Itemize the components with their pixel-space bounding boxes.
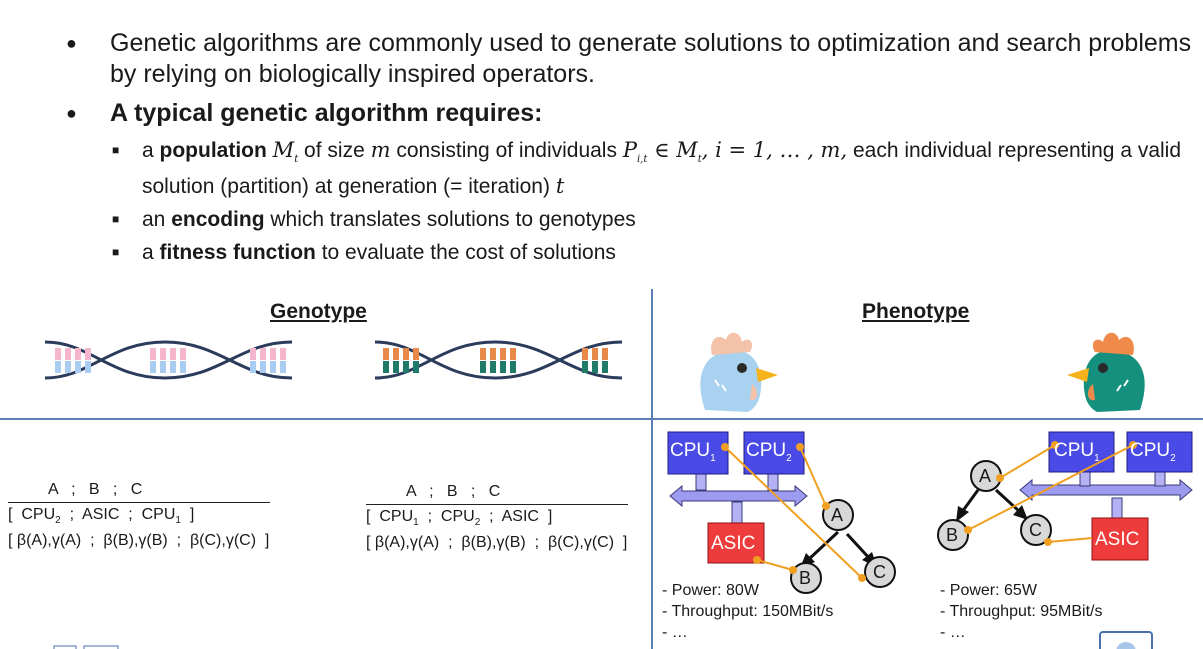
asic-block-1	[707, 522, 765, 564]
pheno1-more: - …	[662, 624, 688, 641]
dna-strand-1-icon	[44, 340, 293, 380]
genotype-encoding-2: A ; B ; C [ CPU1 ; CPU2 ; ASIC ] [ β(A),…	[366, 482, 628, 553]
chicken-1-icon	[700, 332, 778, 412]
genotype-1-params: [ β(A),γ(A) ; β(B),γ(B) ; β(C),γ(C) ]	[8, 532, 270, 550]
pheno1-cpu2-label: CPU2	[746, 440, 792, 464]
bullet-list: Genetic algorithms are commonly used to …	[62, 28, 1192, 272]
sub-bullet-population: a population Mt of size m consisting of …	[62, 137, 1192, 200]
node-c-1	[864, 556, 896, 588]
asic-block-2	[1091, 517, 1149, 561]
sub-bullet-fitness: a fitness function to evaluate the cost …	[62, 239, 1192, 266]
pheno1-a-label: A	[831, 505, 844, 525]
pheno1-asic-label: ASIC	[711, 533, 756, 554]
bullet-requires: A typical genetic algorithm requires:	[62, 98, 1192, 129]
genotype-header: Genotype	[270, 300, 367, 323]
genotype-encoding-1: A ; B ; C [ CPU2 ; ASIC ; CPU1 ] [ β(A),…	[8, 480, 270, 551]
cpu2-block-1	[743, 431, 805, 475]
pheno1-power: - Power: 80W	[662, 582, 759, 599]
node-a-1	[822, 499, 854, 531]
logo-right-icon	[1099, 631, 1153, 649]
pheno2-c-label: C	[1029, 520, 1042, 540]
logo-left-icon	[53, 645, 77, 649]
phenotype-1-architecture	[667, 431, 896, 594]
genotype-2-params: [ β(A),γ(A) ; β(B),γ(B) ; β(C),γ(C) ]	[366, 534, 628, 552]
cpu1-block-1	[667, 431, 729, 475]
chicken-2-icon	[1067, 332, 1145, 412]
dna-strand-2-icon	[374, 340, 623, 380]
genotype-1-mapping: [ CPU2 ; ASIC ; CPU1 ]	[8, 506, 195, 527]
bullet-intro: Genetic algorithms are commonly used to …	[62, 28, 1192, 90]
node-b-2	[937, 519, 969, 551]
vertical-divider	[651, 289, 653, 649]
cpu2-block-2	[1126, 431, 1193, 473]
phenotype-2-stats: - Power: 65W - Throughput: 95MBit/s - …	[940, 580, 1102, 643]
pheno2-power: - Power: 65W	[940, 582, 1037, 599]
phenotype-header: Phenotype	[862, 300, 970, 323]
phenotype-2-architecture	[937, 431, 1193, 561]
node-b-1	[790, 562, 822, 594]
node-c-2	[1020, 514, 1052, 546]
genotype-1-header: A ; B ; C	[48, 481, 143, 498]
pheno2-cpu1-label: CPU1	[1054, 440, 1100, 464]
pheno2-a-label: A	[979, 466, 992, 486]
pheno2-throughput: - Throughput: 95MBit/s	[940, 603, 1103, 620]
pheno2-cpu2-label: CPU2	[1130, 440, 1176, 464]
phenotype-1-stats: - Power: 80W - Throughput: 150MBit/s - …	[662, 580, 833, 643]
genotype-2-mapping: [ CPU1 ; CPU2 ; ASIC ]	[366, 508, 553, 529]
horizontal-divider	[0, 418, 1203, 420]
pheno2-b-label: B	[946, 525, 959, 545]
pheno2-asic-label: ASIC	[1095, 529, 1140, 550]
pheno1-cpu1-label: CPU1	[670, 440, 716, 464]
pheno1-b-label: B	[799, 568, 812, 588]
pheno1-c-label: C	[873, 562, 886, 582]
genotype-2-header: A ; B ; C	[406, 483, 501, 500]
pheno2-more: - …	[940, 624, 966, 641]
pheno1-throughput: - Throughput: 150MBit/s	[662, 603, 834, 620]
sub-bullet-encoding: an encoding which translates solutions t…	[62, 206, 1192, 233]
